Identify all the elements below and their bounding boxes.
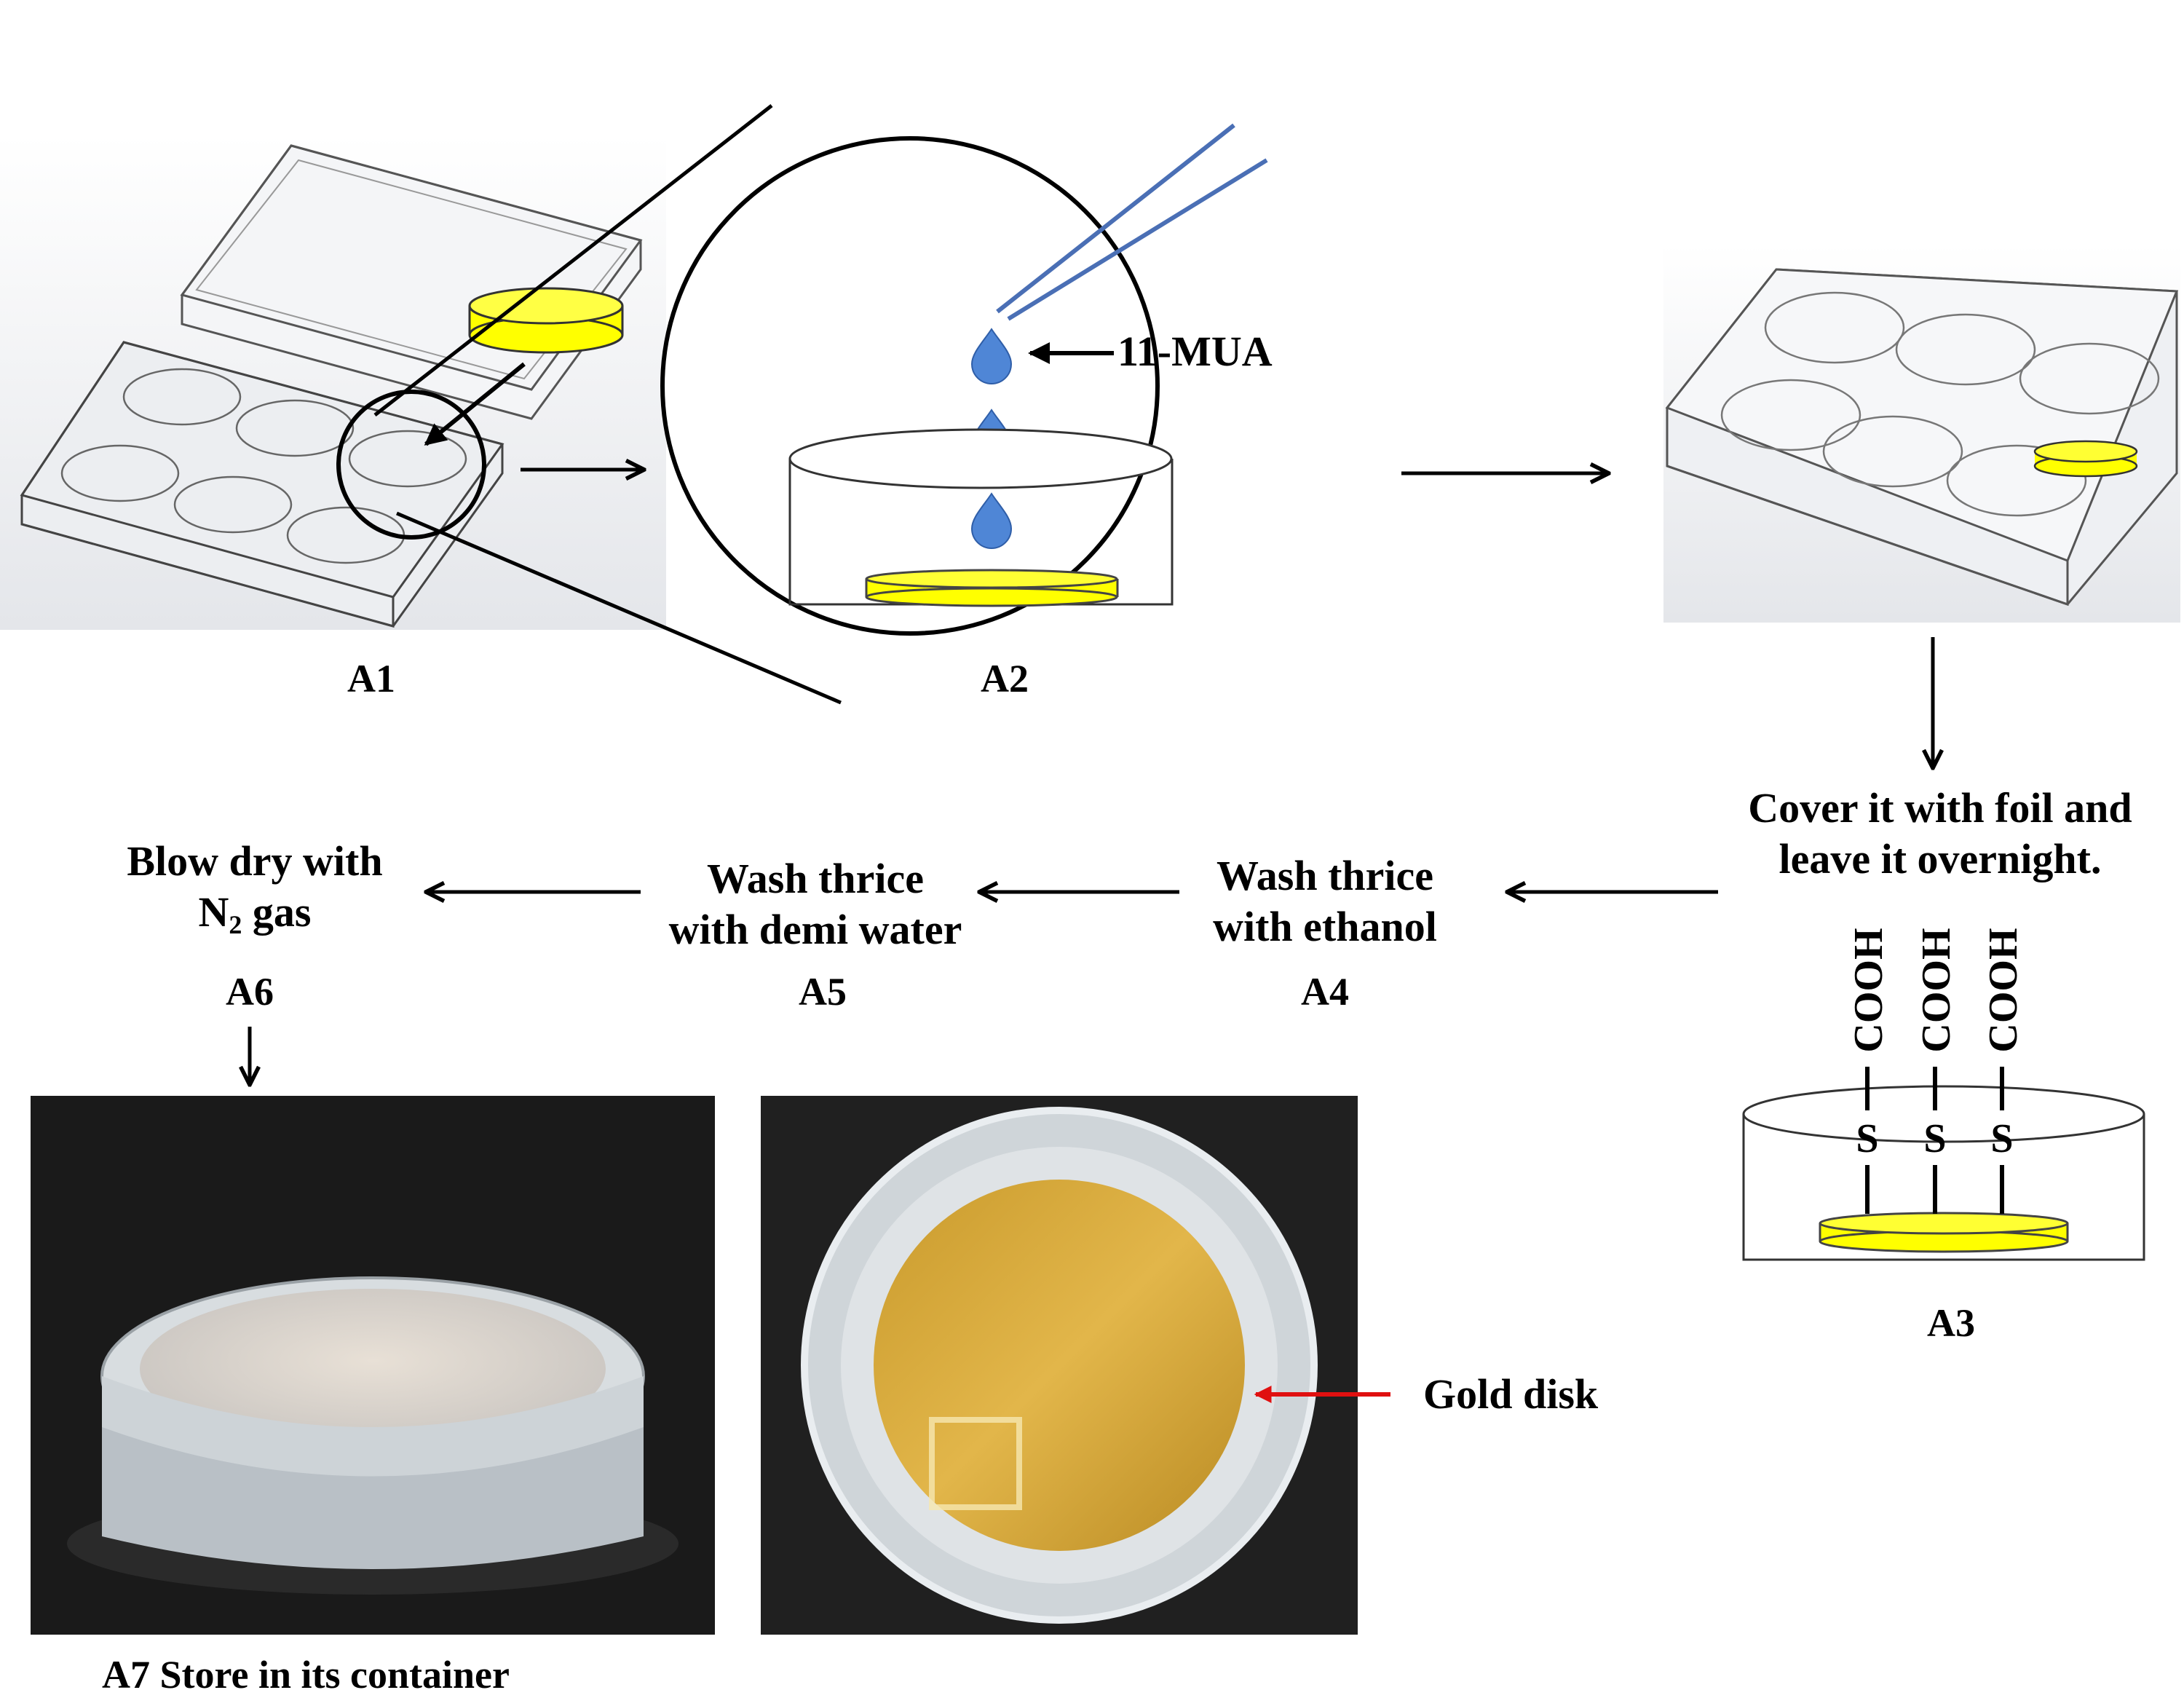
plate-wells — [60, 368, 467, 564]
cover-instruction: Cover it with foil and leave it overnigh… — [1696, 783, 2184, 884]
gold-disk-a1 — [468, 287, 624, 354]
sam-chains — [1865, 1067, 2004, 1214]
transfer-arrow — [424, 362, 526, 446]
label-a6: A6 — [226, 970, 274, 1014]
zoom-line-bottom — [396, 511, 842, 705]
well-highlight-circle — [336, 390, 486, 540]
blow-dry-instruction: Blow dry with N2 gas — [87, 836, 422, 941]
label-a1: A1 — [347, 657, 395, 700]
cooh-group-1: COOH — [1846, 928, 1891, 1052]
cooh-group-3: COOH — [1981, 928, 2026, 1052]
zoom-line-top — [373, 104, 773, 416]
blow-line-2: N2 gas — [198, 888, 312, 939]
store-caption: A7 Store in its container — [102, 1653, 510, 1697]
sam-diagram-a3: COOH COOH COOH S S S — [1742, 928, 2145, 1261]
well-plate-a1 — [0, 135, 666, 630]
container-photo-open — [761, 1096, 1358, 1635]
thiol-s-1: S — [1856, 1116, 1878, 1161]
cover-line-1: Cover it with foil and — [1748, 784, 2132, 832]
blow-line-1: Blow dry with — [127, 837, 383, 885]
thiol-s-2: S — [1923, 1116, 1946, 1161]
wash-water-instruction: Wash thrice with demi water — [641, 853, 990, 955]
label-a5: A5 — [799, 970, 847, 1014]
container-photo-closed — [31, 1096, 715, 1635]
zoom-view-a2 — [660, 123, 1268, 636]
gold-disk-label: Gold disk — [1423, 1370, 1599, 1418]
covered-plate-wells — [1720, 291, 2160, 517]
gold-disk-covered — [2033, 440, 2138, 478]
gold-disk-a3 — [1819, 1212, 2069, 1253]
wash-water-line-2: with demi water — [668, 905, 962, 953]
label-a4: A4 — [1301, 970, 1349, 1014]
reagent-label: 11-MUA — [1117, 328, 1273, 375]
wash-ethanol-line-2: with ethanol — [1213, 902, 1437, 950]
cooh-group-2: COOH — [1914, 928, 1959, 1052]
cover-line-2: leave it overnight. — [1779, 834, 2102, 882]
wash-ethanol-instruction: Wash thrice with ethanol — [1172, 850, 1478, 952]
well-plate-covered — [1663, 244, 2180, 623]
wash-water-line-1: Wash thrice — [706, 855, 925, 902]
label-a2: A2 — [981, 657, 1029, 700]
plate-base — [20, 341, 505, 628]
thiol-s-3: S — [1990, 1116, 2013, 1161]
wash-ethanol-line-1: Wash thrice — [1216, 852, 1434, 899]
label-a3: A3 — [1927, 1301, 1975, 1345]
pipette — [996, 123, 1268, 321]
gold-disk-photo — [874, 1180, 1245, 1551]
petri-dish-a3 — [1742, 1085, 2145, 1261]
gold-disk-a2 — [865, 569, 1119, 607]
